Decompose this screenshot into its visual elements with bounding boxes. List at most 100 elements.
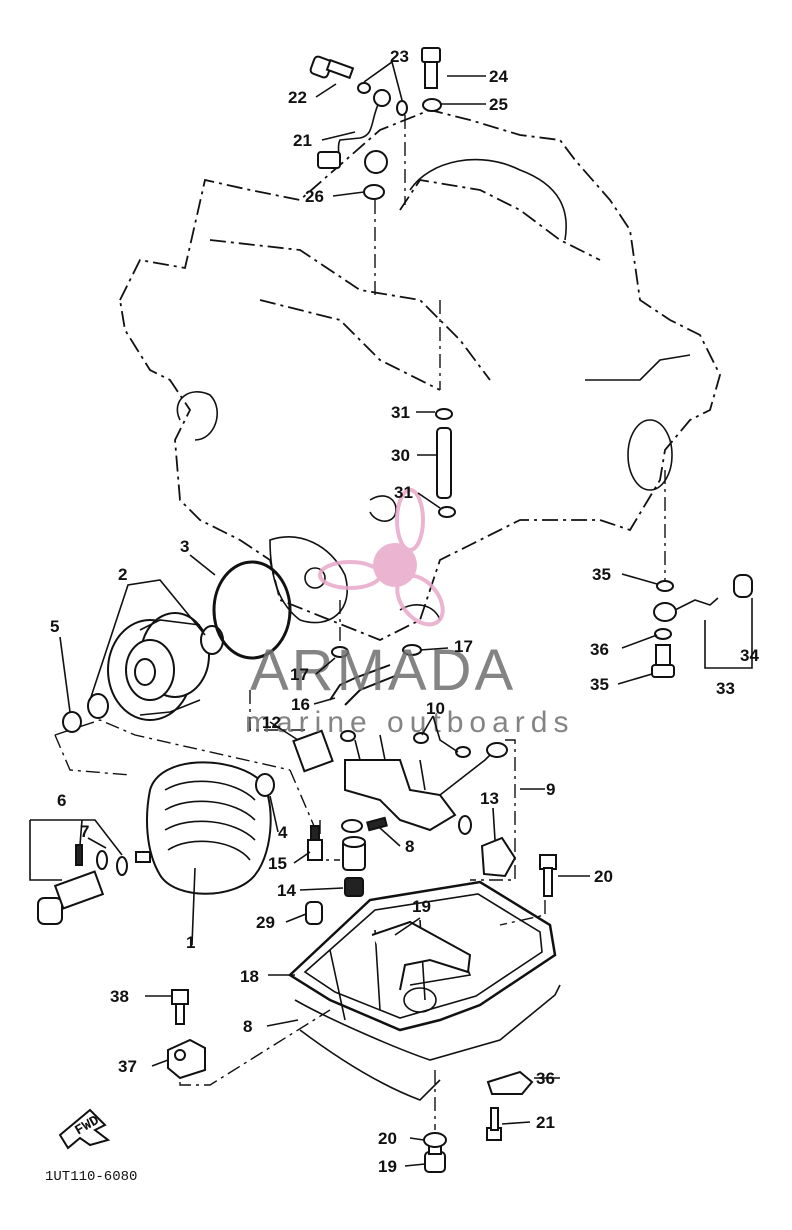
- o-ring-12c: [455, 746, 471, 758]
- o-ring-35b: [654, 628, 672, 640]
- callout-23: 20: [594, 867, 613, 886]
- armada-watermark: ARMADA marine outboards: [245, 488, 574, 739]
- callout-31b: 31: [394, 483, 413, 502]
- callout-26: 23: [390, 47, 409, 66]
- callout-6: 6: [57, 791, 66, 810]
- callout-20-label: 20: [378, 1129, 397, 1148]
- grommet-33: [733, 574, 753, 598]
- callout-15: 15: [268, 854, 287, 873]
- callout-32: 33: [716, 679, 735, 698]
- callout-numbers: 22 23 24 25 21 26 31 30 31 3 2 35 1 5 36…: [50, 47, 759, 1176]
- bolt-6: [37, 870, 105, 925]
- o-ring-31-top: [435, 408, 453, 420]
- drain-bolt-19: [424, 1145, 446, 1173]
- gasket-3: [212, 560, 292, 660]
- plug-15: [307, 825, 323, 861]
- switch-34: [651, 644, 675, 678]
- callout-13b: 13: [480, 789, 499, 808]
- callout-33: 34: [740, 646, 759, 665]
- callout-30: 30: [391, 446, 410, 465]
- damper-13b: [480, 836, 517, 878]
- bracket-37: [167, 1038, 206, 1080]
- fwd-arrow-icon: FWD: [58, 1108, 111, 1150]
- pipe-14: [342, 836, 366, 897]
- callout-18: 18: [240, 967, 259, 986]
- o-ring-7b: [116, 856, 128, 876]
- bolt-27: [421, 47, 441, 89]
- callout-8-label: 8: [243, 1017, 252, 1036]
- gasket-20: [423, 1132, 447, 1148]
- callout-35a: 35: [592, 565, 611, 584]
- callout-24: 21: [293, 131, 312, 150]
- bolt-23: [539, 854, 557, 897]
- collar-2a: [200, 625, 224, 655]
- o-ring-10: [341, 819, 363, 833]
- watermark-tagline: marine outboards: [245, 706, 574, 739]
- watermark-brand: ARMADA: [250, 638, 516, 703]
- screw-7: [135, 851, 151, 863]
- washer-5: [62, 711, 82, 733]
- bolt-38: [171, 989, 189, 1025]
- callout-4: 4: [278, 823, 288, 842]
- washer-26a: [357, 82, 371, 94]
- callout-17a: 17: [290, 665, 309, 684]
- o-ring-17a: [331, 646, 349, 658]
- washer-28-bottom: [363, 184, 385, 200]
- callout-9: 9: [546, 780, 555, 799]
- oil-pump-drive-2: [107, 612, 210, 721]
- callout-36-label: 36: [536, 1069, 555, 1088]
- callout-21-label: 21: [536, 1113, 555, 1132]
- strainer-housing-9: [344, 734, 508, 835]
- callout-38: 38: [110, 987, 129, 1006]
- callout-1-label: 1: [186, 933, 195, 952]
- spring-10: [366, 816, 388, 832]
- callout-13a: 12: [262, 713, 281, 732]
- bolt-25: [309, 55, 355, 80]
- callout-22: 19: [412, 897, 431, 916]
- drawing-code: 1UT110-6080: [45, 1169, 137, 1185]
- callout-14: 14: [277, 881, 296, 900]
- baffle-plate-22: [371, 920, 472, 991]
- propeller-logo-icon: [318, 488, 445, 627]
- bolt-21: [486, 1107, 502, 1141]
- o-ring-35a: [656, 580, 674, 592]
- engine-block-outline: [119, 109, 721, 641]
- collar-2b: [87, 693, 109, 719]
- o-ring-4: [255, 773, 275, 797]
- callout-leaders: [29, 60, 658, 1167]
- callout-27: 24: [489, 67, 508, 86]
- callout-17b: 17: [454, 637, 473, 656]
- gasket-18: [287, 880, 557, 1032]
- callout-29: 29: [256, 913, 275, 932]
- damper-13a: [292, 729, 334, 773]
- plug-29: [305, 901, 323, 925]
- oil-pressure-switch-lead-32: [653, 597, 719, 622]
- callout-35b: 36: [590, 640, 609, 659]
- bracket-36: [486, 1070, 534, 1095]
- washer-28-top: [422, 98, 442, 112]
- callout-12: 10: [426, 699, 445, 718]
- washer-26b: [396, 100, 408, 116]
- callout-2: 2: [118, 565, 127, 584]
- callout-28a: 25: [489, 95, 508, 114]
- callout-16: 16: [291, 695, 310, 714]
- callout-5-label: 5: [50, 617, 59, 636]
- callout-7: 7: [80, 822, 89, 841]
- callout-34: 35: [590, 675, 609, 694]
- spring-6: [75, 844, 83, 866]
- callout-10: 8: [405, 837, 414, 856]
- callout-28b: 26: [305, 187, 324, 206]
- o-ring-31-bottom: [438, 506, 456, 518]
- o-ring-7a: [96, 850, 108, 870]
- callout-31a: 31: [391, 403, 410, 422]
- callout-3: 3: [180, 537, 189, 556]
- o-ring-12b: [413, 732, 429, 744]
- callout-25: 22: [288, 88, 307, 107]
- oil-filter-cover-1: [146, 761, 272, 895]
- leader-lines: [54, 115, 666, 1130]
- pipe-16: [329, 664, 396, 706]
- pipe-30: [436, 427, 452, 499]
- o-ring-12a: [340, 730, 356, 742]
- callout-19-label: 19: [378, 1157, 397, 1176]
